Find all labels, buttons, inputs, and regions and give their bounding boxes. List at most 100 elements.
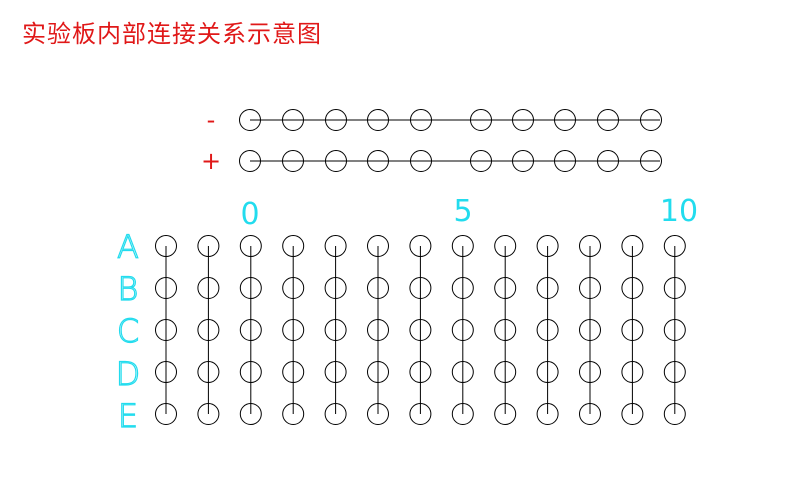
terminal-hole xyxy=(494,277,517,299)
terminal-hole xyxy=(536,235,559,257)
terminal-hole xyxy=(239,361,262,383)
terminal-hole xyxy=(197,277,220,299)
terminal-hole xyxy=(367,277,389,299)
terminal-hole xyxy=(367,319,389,341)
terminal-hole xyxy=(494,361,517,383)
negative-rail-hole xyxy=(554,109,576,131)
terminal-hole xyxy=(155,403,177,425)
terminal-column xyxy=(197,235,220,425)
negative-rail-hole xyxy=(282,109,304,131)
terminal-hole xyxy=(663,319,686,341)
terminal-hole xyxy=(494,403,517,425)
terminal-column xyxy=(494,235,517,425)
terminal-hole xyxy=(536,403,559,425)
terminal-hole xyxy=(155,319,177,341)
terminal-hole xyxy=(367,403,389,425)
terminal-hole xyxy=(579,319,601,341)
terminal-hole xyxy=(621,277,644,299)
terminal-hole xyxy=(451,277,474,299)
terminal-column xyxy=(451,235,474,425)
terminal-column xyxy=(367,235,389,425)
row-label-b: B xyxy=(118,270,139,308)
terminal-hole xyxy=(663,277,686,299)
terminal-hole xyxy=(451,319,474,341)
terminal-hole xyxy=(494,319,517,341)
terminal-hole xyxy=(239,319,262,341)
terminal-hole xyxy=(451,235,474,257)
terminal-column xyxy=(579,235,601,425)
terminal-column xyxy=(409,235,432,425)
terminal-column xyxy=(239,235,262,425)
terminal-hole xyxy=(409,319,432,341)
terminal-hole xyxy=(579,235,601,257)
terminal-hole xyxy=(663,235,686,257)
terminal-hole xyxy=(282,235,305,257)
terminal-hole xyxy=(621,403,644,425)
terminal-column xyxy=(155,235,177,425)
terminal-hole xyxy=(409,361,432,383)
terminal-column xyxy=(282,235,305,425)
terminal-hole xyxy=(409,277,432,299)
terminal-hole xyxy=(451,361,474,383)
terminal-hole xyxy=(409,235,432,257)
terminal-column xyxy=(621,235,644,425)
terminal-hole xyxy=(621,361,644,383)
negative-rail-hole xyxy=(410,109,432,131)
terminal-column xyxy=(536,235,559,425)
terminal-grid xyxy=(155,235,686,425)
terminal-hole xyxy=(536,319,559,341)
terminal-hole xyxy=(197,319,220,341)
terminal-column xyxy=(324,235,347,425)
terminal-hole xyxy=(451,403,474,425)
terminal-hole xyxy=(324,319,347,341)
positive-rail-label: + xyxy=(201,147,221,175)
terminal-hole xyxy=(579,277,601,299)
positive-rail-hole xyxy=(410,150,432,172)
terminal-hole xyxy=(282,277,305,299)
terminal-hole xyxy=(282,319,305,341)
terminal-hole xyxy=(239,235,262,257)
terminal-hole xyxy=(536,361,559,383)
terminal-hole xyxy=(282,403,305,425)
terminal-hole xyxy=(197,403,220,425)
terminal-hole xyxy=(155,277,177,299)
terminal-hole xyxy=(367,361,389,383)
row-label-a: A xyxy=(117,228,139,266)
terminal-hole xyxy=(282,361,305,383)
terminal-hole xyxy=(324,361,347,383)
positive-rail-hole xyxy=(470,150,492,172)
terminal-hole xyxy=(155,361,177,383)
terminal-column xyxy=(663,235,686,425)
terminal-hole xyxy=(367,235,389,257)
terminal-hole xyxy=(621,319,644,341)
terminal-hole xyxy=(663,361,686,383)
negative-rail-hole xyxy=(640,109,662,131)
positive-rail-hole xyxy=(597,150,619,172)
positive-rail-hole xyxy=(640,150,662,172)
terminal-hole xyxy=(536,277,559,299)
terminal-hole xyxy=(621,235,644,257)
terminal-hole xyxy=(579,361,601,383)
terminal-hole xyxy=(197,235,220,257)
row-label-d: D xyxy=(116,355,141,393)
column-number-0: 0 xyxy=(240,197,259,232)
negative-rail-hole xyxy=(367,109,389,131)
diagram-title: 实验板内部连接关系示意图 xyxy=(22,20,322,48)
negative-rail-hole xyxy=(470,109,492,131)
terminal-hole xyxy=(579,403,601,425)
positive-rail-hole xyxy=(512,150,534,172)
terminal-hole xyxy=(197,361,220,383)
negative-rail-hole xyxy=(597,109,619,131)
positive-rail-hole xyxy=(367,150,389,172)
column-numbers: 0 5 10 xyxy=(240,194,698,232)
negative-rail-label: - xyxy=(207,106,216,134)
power-rails: - + xyxy=(201,106,662,175)
positive-rail: + xyxy=(201,147,662,175)
negative-rail-hole xyxy=(325,109,347,131)
negative-rail: - xyxy=(207,106,662,134)
row-labels: A B C D E xyxy=(115,227,141,435)
terminal-hole xyxy=(663,403,686,425)
terminal-hole xyxy=(324,235,347,257)
